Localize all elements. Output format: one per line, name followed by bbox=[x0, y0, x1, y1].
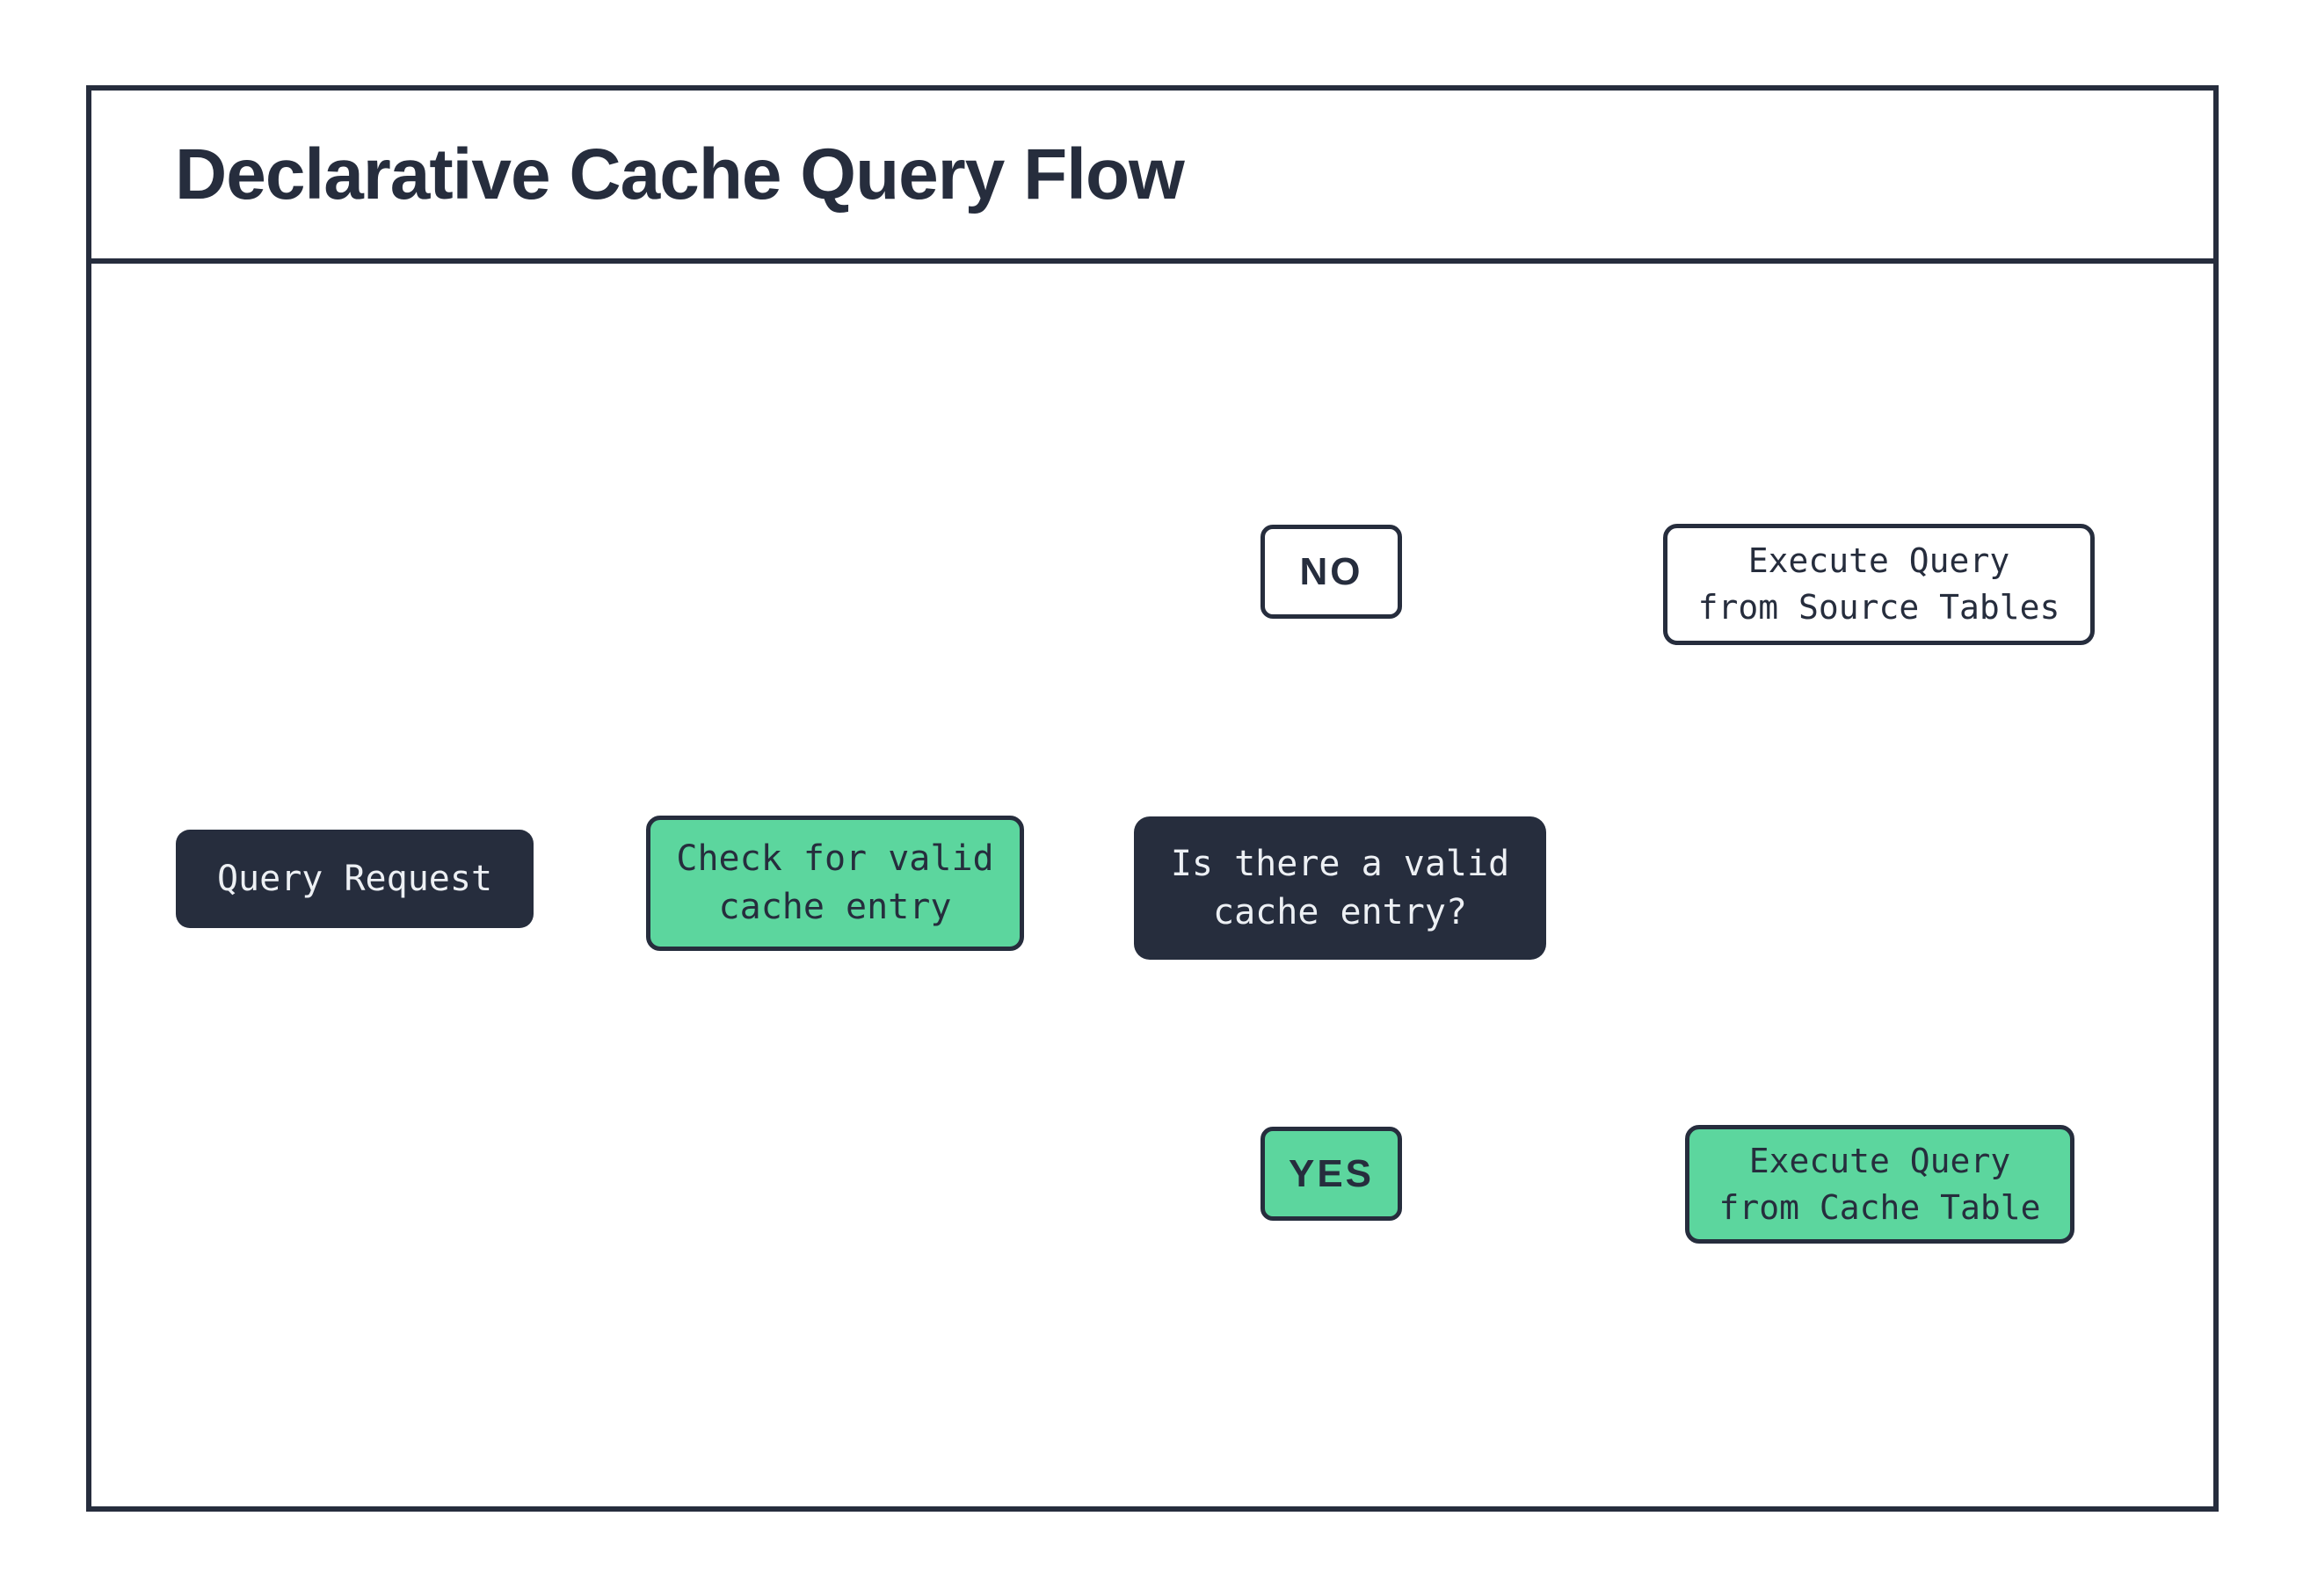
node-check-cache: Check for valid cache entry bbox=[646, 816, 1024, 951]
node-check-cache-line1: Check for valid bbox=[676, 838, 994, 879]
diagram-frame: Declarative Cache Query Flow bbox=[86, 85, 2219, 1512]
node-decision-line2: cache entry? bbox=[1213, 891, 1467, 932]
page-title: Declarative Cache Query Flow bbox=[175, 134, 1185, 214]
node-decision-valid-cache: Is there a valid cache entry? bbox=[1134, 816, 1546, 960]
node-execute-source-line2: from Source Tables bbox=[1697, 588, 2060, 627]
node-query-request-label: Query Request bbox=[216, 858, 493, 899]
node-execute-cache-table: Execute Query from Cache Table bbox=[1685, 1125, 2074, 1244]
node-execute-source-line1: Execute Query bbox=[1747, 541, 2010, 580]
node-branch-no: NO bbox=[1260, 525, 1402, 619]
node-decision-line1: Is there a valid bbox=[1170, 843, 1510, 884]
node-execute-source-tables: Execute Query from Source Tables bbox=[1663, 524, 2095, 645]
node-branch-no-label: NO bbox=[1299, 550, 1363, 593]
node-branch-yes: YES bbox=[1260, 1127, 1402, 1221]
node-execute-cache-line1: Execute Query bbox=[1748, 1141, 2011, 1180]
node-query-request: Query Request bbox=[176, 830, 534, 928]
node-check-cache-line2: cache entry bbox=[718, 887, 952, 927]
node-execute-cache-line2: from Cache Table bbox=[1718, 1187, 2041, 1227]
title-bar: Declarative Cache Query Flow bbox=[91, 91, 2213, 264]
node-branch-yes-label: YES bbox=[1288, 1152, 1375, 1195]
